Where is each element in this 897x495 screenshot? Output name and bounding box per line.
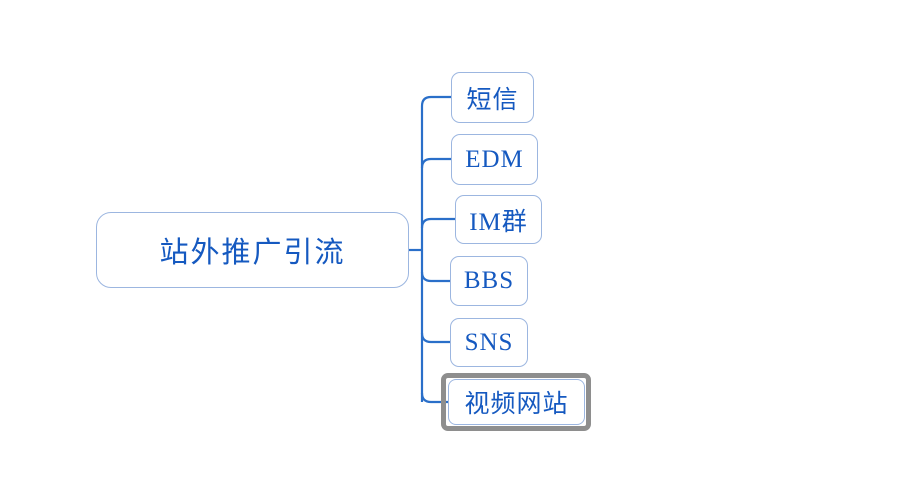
mindmap-root-node[interactable]: 站外推广引流 <box>96 212 409 288</box>
mindmap-node-label: SNS <box>464 328 514 356</box>
mindmap-node-label: 短信 <box>466 86 519 114</box>
mindmap-node-edm[interactable]: EDM <box>451 134 538 185</box>
mindmap-node-label: IM群 <box>469 208 528 236</box>
mindmap-node-label: BBS <box>463 267 515 294</box>
mindmap-node-label: EDM <box>465 145 524 173</box>
mindmap-node-im-group[interactable]: IM群 <box>455 195 542 244</box>
mindmap-node-sns[interactable]: SNS <box>450 318 528 367</box>
selection-highlight-frame <box>441 373 591 431</box>
mindmap-node-label: 视频网站 <box>464 391 569 418</box>
mindmap-node-bbs[interactable]: BBS <box>450 256 528 306</box>
mindmap-node-sms[interactable]: 短信 <box>451 72 534 123</box>
mindmap-node-video-site[interactable]: 视频网站 <box>448 379 585 425</box>
mindmap-root-label: 站外推广引流 <box>159 237 346 269</box>
